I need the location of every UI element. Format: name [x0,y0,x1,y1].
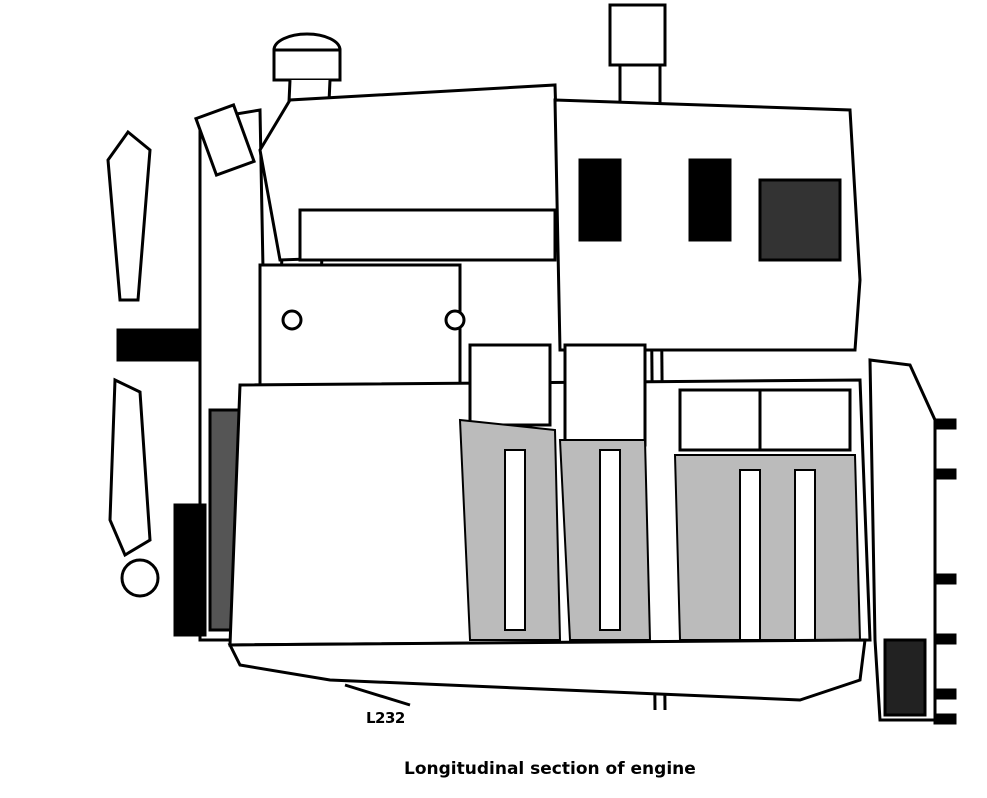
flywheel-housing [868,358,957,725]
oil-sump [227,638,867,702]
crankshaft [458,418,862,641]
figure-caption: Longitudinal section of engine [404,759,696,779]
figure-reference: L232 [366,709,405,727]
pistons [468,343,852,452]
fan-blade [106,129,250,558]
manifold [258,263,462,387]
rocker-cover [194,83,562,262]
